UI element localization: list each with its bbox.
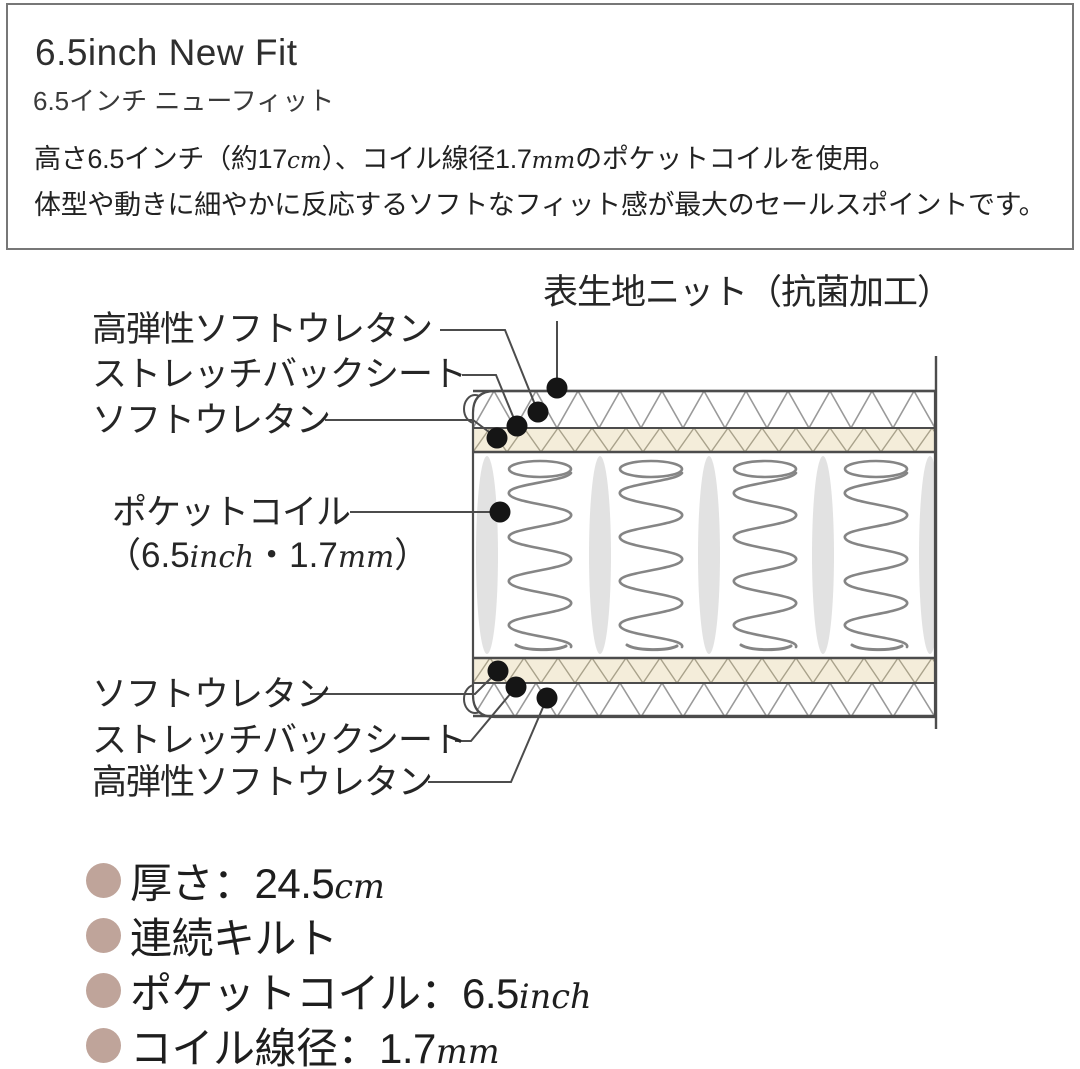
leader-top-backsheet — [462, 374, 518, 427]
leader-top-high-resilience — [440, 329, 539, 413]
leader-bottom-backsheet — [455, 686, 517, 742]
mattress-outline — [471, 389, 937, 719]
bullet-dot-icon — [86, 972, 121, 1008]
layer-top-high-resilience-urethane — [473, 391, 935, 428]
pocket-coil-zone — [476, 456, 935, 654]
mattress-diagram: 表生地ニット（抗菌加工） 高弾性ソフトウレタン ストレッチバックシート ソフトウ… — [0, 255, 1080, 825]
unit-inch: inch — [518, 976, 592, 1016]
label-pocket-coil-spec: （6.5inch・1.7mm） — [106, 536, 430, 575]
spec-row-wire-diameter: コイル線径：1.7mm — [86, 1019, 592, 1069]
unit-inch: inch — [189, 540, 255, 575]
leader-dots — [486, 377, 568, 709]
spec-list: 厚さ：24.5cm 連続キルト ポケットコイル：6.5inch コイル線径：1.… — [86, 854, 592, 1069]
mattress-cross-section — [310, 321, 938, 783]
product-title: 6.5inch New Fit — [35, 32, 298, 73]
unit-mm: mm — [531, 148, 576, 174]
bullet-dot-icon — [86, 917, 121, 953]
label-top-fabric: 表生地ニット（抗菌加工） — [543, 273, 952, 312]
leader-bottom-soft-urethane — [310, 670, 499, 695]
label-top-high-resilience-urethane: 高弾性ソフトウレタン — [92, 310, 433, 349]
label-bottom-high-resilience-urethane: 高弾性ソフトウレタン — [92, 763, 433, 802]
unit-mm: mm — [435, 1031, 500, 1069]
pocket-fabric-pills — [476, 456, 935, 654]
bullet-dot-icon — [86, 862, 121, 898]
mattress-layers — [473, 391, 935, 717]
spec-row-pocket-coil: ポケットコイル：6.5inch — [86, 964, 592, 1017]
unit-mm: mm — [337, 540, 395, 575]
label-pocket-coil: ポケットコイル — [112, 493, 351, 532]
label-bottom-stretch-back-sheet: ストレッチバックシート — [92, 721, 467, 760]
label-top-soft-urethane: ソフトウレタン — [92, 401, 331, 440]
label-bottom-soft-urethane: ソフトウレタン — [92, 675, 331, 714]
leader-bottom-high-resilience — [428, 697, 548, 783]
product-subtitle: 6.5インチ ニューフィット — [33, 86, 335, 116]
unit-cm: cm — [334, 866, 385, 906]
spec-row-quilt: 連続キルト — [86, 909, 592, 962]
description-line-2: 体型や動きに細やかに反応するソフトなフィット感が最大のセールスポイントです。 — [34, 190, 1046, 220]
spec-row-thickness: 厚さ：24.5cm — [86, 854, 592, 907]
unit-cm: cm — [286, 148, 322, 174]
label-top-stretch-back-sheet: ストレッチバックシート — [92, 355, 467, 394]
header-box: 6.5inch New Fit 6.5インチ ニューフィット 高さ6.5インチ（… — [6, 3, 1074, 250]
bullet-dot-icon — [86, 1027, 121, 1063]
description-line-1: 高さ6.5インチ（約17cm）、コイル線径1.7mmのポケットコイルを使用。 — [34, 144, 896, 174]
